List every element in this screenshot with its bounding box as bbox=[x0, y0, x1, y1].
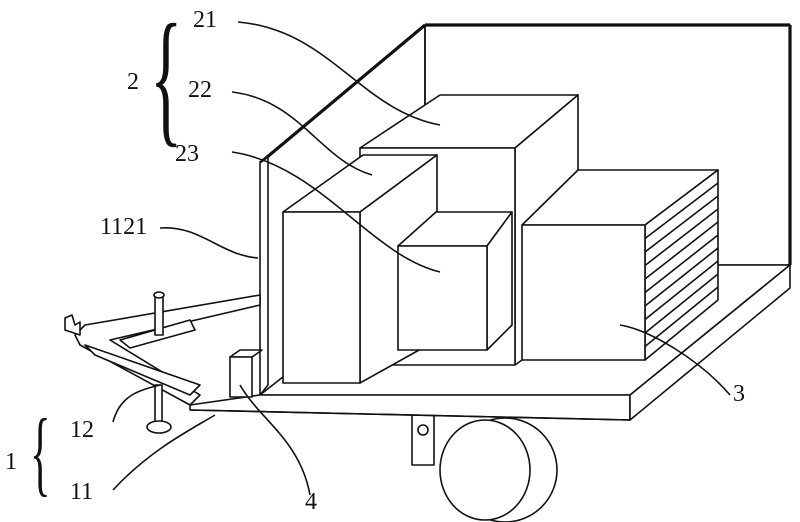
label-4: 4 bbox=[305, 489, 317, 515]
label-1: 1 bbox=[5, 449, 17, 475]
label-2: 2 bbox=[127, 69, 139, 95]
label-1121: 1121 bbox=[100, 214, 148, 240]
box-3-layer-line bbox=[644, 286, 719, 348]
platform-11 bbox=[189, 264, 791, 421]
box-3-layer-line bbox=[644, 208, 719, 267]
box-3-layer-line bbox=[644, 221, 719, 280]
label-3: 3 bbox=[733, 381, 745, 407]
label-21: 21 bbox=[193, 7, 217, 33]
label-12: 12 bbox=[70, 417, 94, 443]
box-3-layer-line bbox=[644, 273, 719, 334]
box-3-layer-line bbox=[644, 182, 719, 240]
brace-1: { bbox=[30, 399, 51, 505]
box-3-layer-line bbox=[644, 234, 719, 294]
box-3 bbox=[521, 169, 719, 361]
label-11: 11 bbox=[70, 479, 94, 505]
label-22: 22 bbox=[188, 77, 212, 103]
box-3-layer-line bbox=[644, 195, 719, 253]
box-3-layer-line bbox=[644, 260, 719, 321]
leader-lines bbox=[112, 21, 731, 496]
post-4 bbox=[229, 349, 263, 398]
brace-2: { bbox=[150, 0, 183, 160]
box-3-layer-line bbox=[644, 247, 719, 307]
wheel bbox=[411, 414, 558, 522]
label-23: 23 bbox=[175, 141, 199, 167]
tow-bar-12 bbox=[64, 291, 261, 434]
box-23 bbox=[397, 211, 513, 351]
